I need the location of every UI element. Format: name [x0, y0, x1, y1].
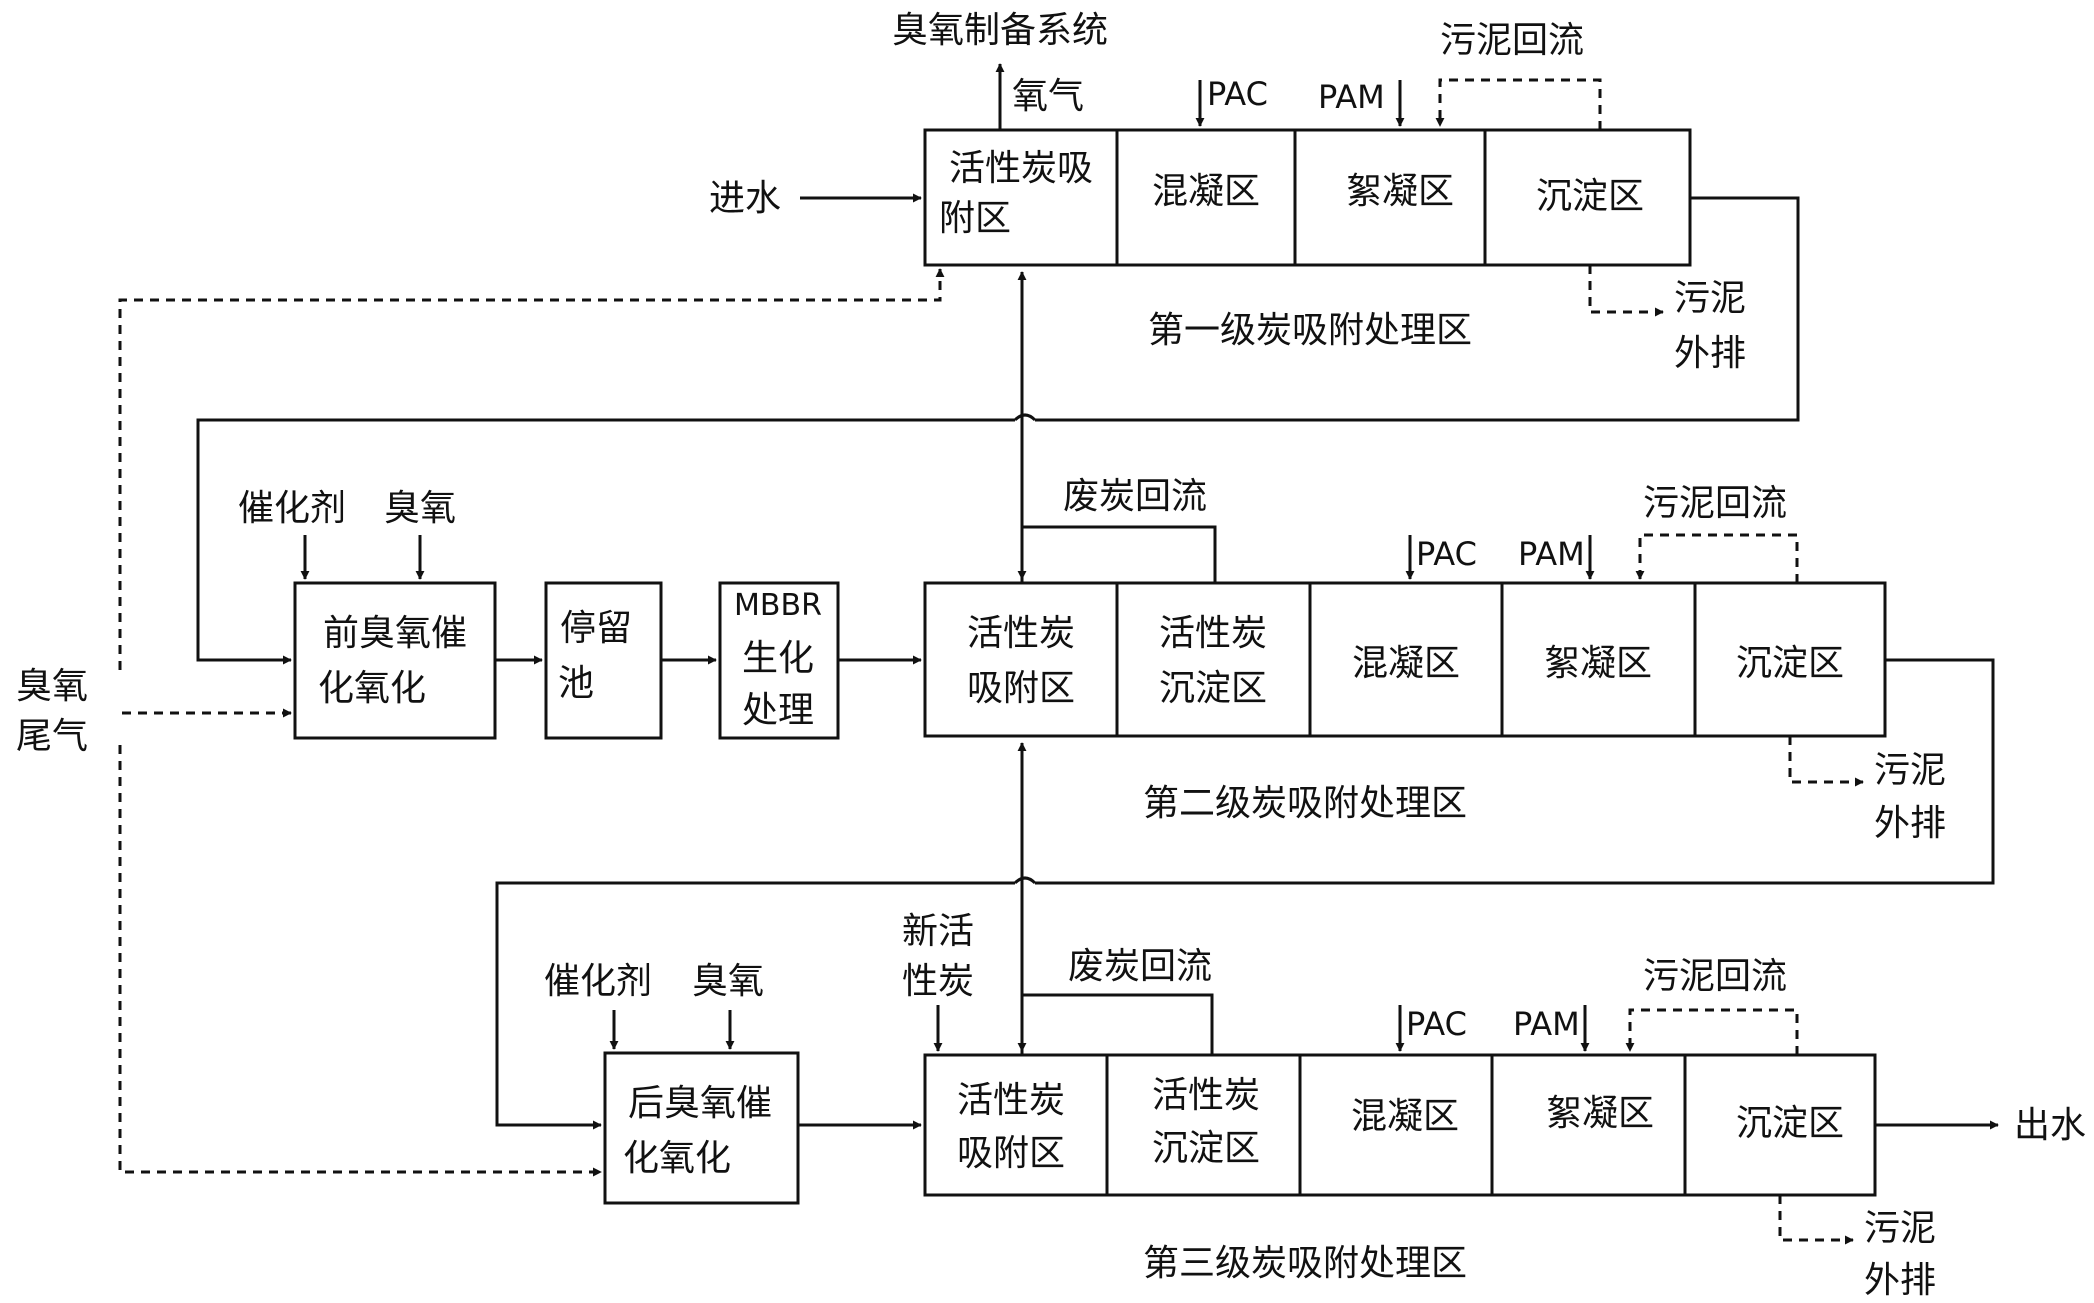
stage1-title: 第一级炭吸附处理区 — [1148, 310, 1472, 351]
sludge-return-loop-2 — [1635, 533, 1799, 583]
inflow-label: 进水 — [709, 178, 781, 219]
stage1-outlet-line — [1035, 196, 1800, 422]
stage2-carbon-settle-line2: 沉淀区 — [1159, 668, 1267, 709]
mbbr-line2: 生化 — [742, 638, 814, 679]
sludge-discharge-label-1b: 外排 — [1674, 333, 1746, 374]
retention-line1: 停留 — [560, 608, 632, 649]
to-pre-ozone-line — [196, 418, 1015, 665]
stage1-adsorption-line2: 附区 — [939, 198, 1011, 239]
tail-gas-label-1: 臭氧 — [16, 666, 88, 707]
sludge-discharge-label-3a: 污泥 — [1864, 1208, 1936, 1249]
new-carbon-label-2: 性炭 — [902, 961, 974, 1002]
stage1-adsorption-line1: 活性炭吸 — [949, 148, 1093, 189]
retention-box — [544, 581, 663, 740]
waste-carbon-return-label-1: 废炭回流 — [1063, 476, 1207, 517]
pre-ozone-line1: 前臭氧催 — [323, 613, 467, 654]
new-carbon-label-1: 新活 — [902, 911, 974, 952]
sludge-discharge-1 — [1588, 265, 1664, 317]
pre-ozone-box — [293, 581, 497, 740]
line-crossing-hop — [1013, 876, 1037, 885]
stage3-carbon-settle-line1: 活性炭 — [1152, 1075, 1260, 1116]
mbbr-line1: MBBR — [734, 588, 822, 623]
stage1-sedimentation: 沉淀区 — [1536, 176, 1644, 217]
stage2-title: 第二级炭吸附处理区 — [1143, 783, 1467, 824]
pam-label-2: PAM — [1518, 535, 1585, 573]
tail-gas-label-2: 尾气 — [16, 716, 88, 757]
stage2-sedimentation: 沉淀区 — [1736, 643, 1844, 684]
post-ozone-line2: 化氧化 — [623, 1138, 731, 1179]
stage3-sedimentation: 沉淀区 — [1736, 1103, 1844, 1144]
ozone-label-1: 臭氧 — [384, 488, 456, 529]
ozone-system-label: 臭氧制备系统 — [892, 10, 1108, 51]
sludge-discharge-3 — [1778, 1195, 1854, 1245]
stage3-adsorption-line1: 活性炭 — [957, 1080, 1065, 1121]
stage1-flocculation: 絮凝区 — [1346, 171, 1454, 212]
pac-label-3: PAC — [1406, 1005, 1467, 1043]
line-crossing-hop — [1013, 413, 1037, 422]
stage2-adsorption-line2: 吸附区 — [967, 668, 1075, 709]
sludge-discharge-2 — [1788, 736, 1864, 787]
pam-label-3: PAM — [1513, 1005, 1580, 1043]
stage3-flocculation: 絮凝区 — [1546, 1093, 1654, 1134]
tail-gas-to-stage1 — [118, 268, 945, 670]
outflow-label: 出水 — [2014, 1105, 2086, 1146]
pam-label-1: PAM — [1318, 78, 1385, 116]
stage2-outlet-line — [1035, 658, 1995, 885]
stage1-coagulation: 混凝区 — [1152, 171, 1260, 212]
waste-carbon-branch-1 — [1022, 525, 1217, 583]
post-ozone-line1: 后臭氧催 — [628, 1083, 772, 1124]
mbbr-line3: 处理 — [742, 690, 814, 731]
waste-carbon-return-label-2: 废炭回流 — [1068, 946, 1212, 987]
sludge-return-label-2: 污泥回流 — [1643, 483, 1787, 524]
stage3-adsorption-line2: 吸附区 — [957, 1133, 1065, 1174]
sludge-discharge-label-2a: 污泥 — [1874, 750, 1946, 791]
stage3-carbon-settle-line2: 沉淀区 — [1152, 1128, 1260, 1169]
stage2-flocculation: 絮凝区 — [1544, 643, 1652, 684]
tail-gas-from-post-ozone — [118, 745, 602, 1177]
sludge-return-loop-3 — [1625, 1008, 1799, 1055]
sludge-return-loop-1 — [1435, 78, 1602, 130]
sludge-discharge-label-3b: 外排 — [1864, 1260, 1936, 1301]
pac-label-1: PAC — [1207, 75, 1268, 113]
sludge-return-label-3: 污泥回流 — [1643, 956, 1787, 997]
sludge-discharge-label-1a: 污泥 — [1674, 278, 1746, 319]
pre-ozone-line2: 化氧化 — [318, 668, 426, 709]
ozone-label-2: 臭氧 — [692, 961, 764, 1002]
sludge-return-label-1: 污泥回流 — [1440, 20, 1584, 61]
pac-label-2: PAC — [1416, 535, 1477, 573]
stage3-coagulation: 混凝区 — [1351, 1096, 1459, 1137]
to-post-ozone-line — [495, 881, 1015, 1130]
stage2-coagulation: 混凝区 — [1352, 643, 1460, 684]
waste-carbon-branch-2 — [1022, 993, 1214, 1055]
post-ozone-box — [603, 1051, 800, 1205]
stage3-title: 第三级炭吸附处理区 — [1143, 1243, 1467, 1284]
retention-line2: 池 — [558, 663, 594, 704]
catalyst-label-1: 催化剂 — [238, 488, 346, 529]
oxygen-label: 氧气 — [1012, 76, 1084, 117]
catalyst-label-2: 催化剂 — [544, 961, 652, 1002]
stage2-adsorption-line1: 活性炭 — [967, 613, 1075, 654]
stage2-carbon-settle-line1: 活性炭 — [1159, 613, 1267, 654]
sludge-discharge-label-2b: 外排 — [1874, 803, 1946, 844]
